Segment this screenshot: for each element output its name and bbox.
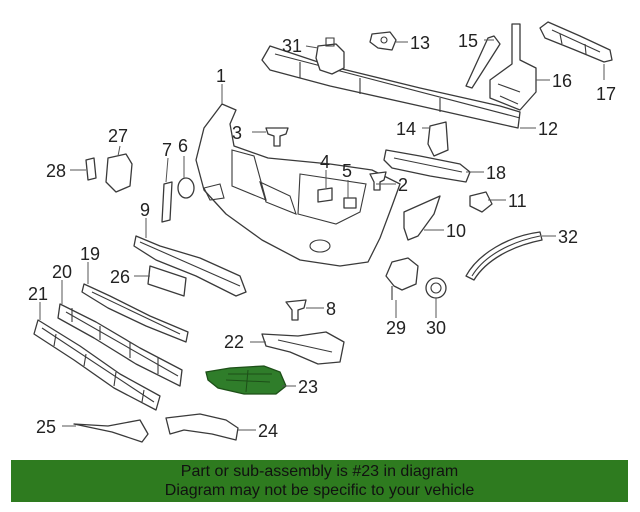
exploded-parts-diagram: 1 2 3 4 5 6 7 8 9 10 11 12 13 14 15 16 1… <box>28 21 616 443</box>
callout-19: 19 <box>80 244 100 264</box>
part-27-sensor <box>105 153 133 193</box>
callout-8: 8 <box>326 299 336 319</box>
part-26-plate <box>147 265 187 297</box>
leader-lines <box>39 39 605 431</box>
callout-17: 17 <box>596 84 616 104</box>
callout-27: 27 <box>108 126 128 146</box>
callout-20: 20 <box>52 262 72 282</box>
callout-10: 10 <box>446 221 466 241</box>
callout-29: 29 <box>386 318 406 338</box>
callout-25: 25 <box>36 417 56 437</box>
part-22-bracket <box>261 331 345 365</box>
callout-5: 5 <box>342 161 352 181</box>
callout-28: 28 <box>46 161 66 181</box>
part-6-cap <box>177 177 195 199</box>
callout-7: 7 <box>162 140 172 160</box>
part-1-bumper-cover <box>195 103 401 267</box>
part-23-highlighted-grille <box>205 365 287 395</box>
part-19-grille <box>81 283 189 343</box>
part-15-strap <box>465 35 501 89</box>
info-banner: Part or sub-assembly is #23 in diagram D… <box>11 460 628 502</box>
banner-line-1: Part or sub-assembly is #23 in diagram <box>180 463 459 480</box>
part-8-clip <box>285 299 307 321</box>
callout-30: 30 <box>426 318 446 338</box>
part-21-grille <box>33 319 161 411</box>
part-9-spoiler <box>133 235 247 297</box>
part-2-clip <box>369 171 387 191</box>
callout-26: 26 <box>110 267 130 287</box>
part-16-bracket <box>489 23 537 111</box>
part-29-sensor <box>385 257 419 300</box>
part-32-arch-trim <box>465 231 543 281</box>
callout-2: 2 <box>398 175 408 195</box>
callout-15: 15 <box>458 31 478 51</box>
callout-labels: 1 2 3 4 5 6 7 8 9 10 11 12 13 14 15 16 1… <box>28 31 616 441</box>
callout-21: 21 <box>28 284 48 304</box>
part-3-clip <box>265 127 289 147</box>
callout-6: 6 <box>178 136 188 156</box>
callout-12: 12 <box>538 119 558 139</box>
callout-14: 14 <box>396 119 416 139</box>
callout-23: 23 <box>298 377 318 397</box>
part-5-trim <box>343 197 357 209</box>
callout-24: 24 <box>258 421 278 441</box>
part-20-grille <box>57 303 183 387</box>
part-14-bracket <box>427 121 449 157</box>
callout-31: 31 <box>282 36 302 56</box>
callout-9: 9 <box>140 200 150 220</box>
part-25-trim <box>73 419 149 443</box>
part-13-clip <box>369 31 397 51</box>
callout-1: 1 <box>216 66 226 86</box>
part-10-bracket <box>403 195 441 241</box>
part-11-bracket <box>469 191 493 213</box>
part-4-trim <box>317 187 333 203</box>
callout-16: 16 <box>552 71 572 91</box>
callout-11: 11 <box>508 191 527 211</box>
part-31-sensor <box>315 37 345 75</box>
callout-13: 13 <box>410 33 430 53</box>
part-17-bracket <box>539 21 613 63</box>
callout-3: 3 <box>232 123 242 143</box>
callout-22: 22 <box>224 332 244 352</box>
callout-4: 4 <box>320 152 330 172</box>
callout-18: 18 <box>486 163 506 183</box>
callout-32: 32 <box>558 227 578 247</box>
part-28-ring <box>85 157 97 181</box>
part-7-deflector <box>161 181 173 223</box>
part-24-trim <box>165 413 239 441</box>
banner-line-2: Diagram may not be specific to your vehi… <box>164 482 475 499</box>
part-18-absorber <box>383 149 471 183</box>
part-30-ring <box>425 277 447 299</box>
